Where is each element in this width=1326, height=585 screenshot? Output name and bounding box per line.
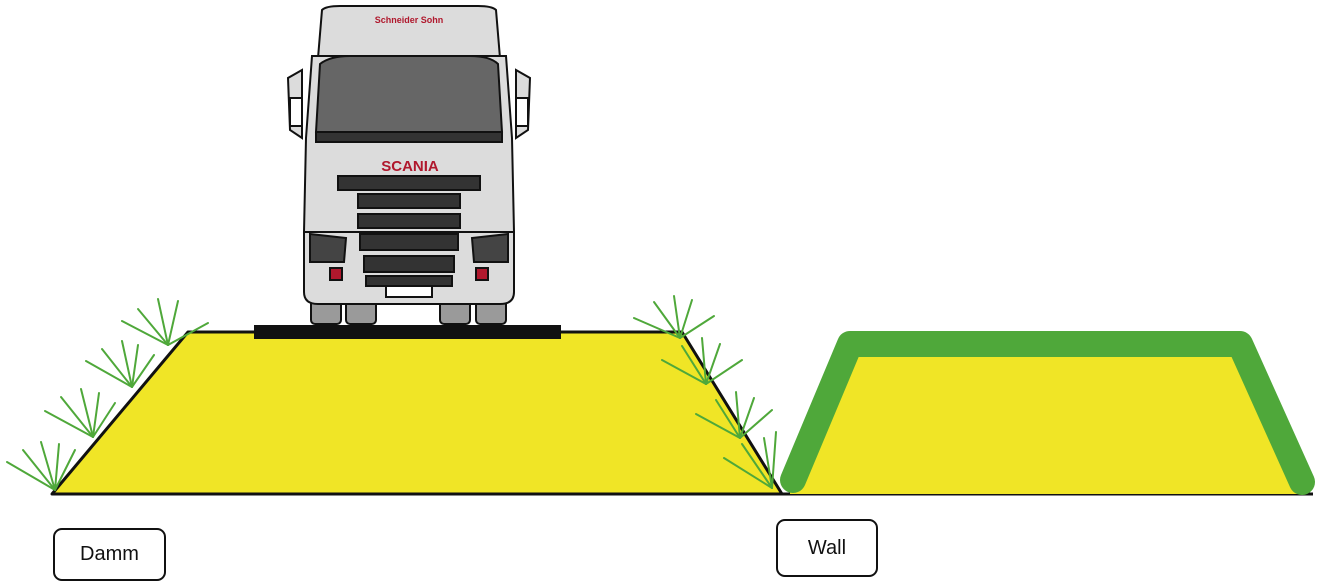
truck-cab-branding: Schneider Sohn bbox=[375, 15, 444, 25]
wall-label: Wall bbox=[776, 519, 878, 577]
wall-label-text: Wall bbox=[808, 537, 846, 560]
wall-shape bbox=[790, 348, 1300, 494]
road-surface bbox=[254, 325, 561, 339]
damm-shape bbox=[52, 332, 782, 494]
damm-label: Damm bbox=[53, 528, 166, 581]
grass-tuft-icon bbox=[86, 341, 154, 387]
truck-brand-badge: SCANIA bbox=[381, 158, 439, 175]
damm-label-text: Damm bbox=[80, 543, 139, 566]
